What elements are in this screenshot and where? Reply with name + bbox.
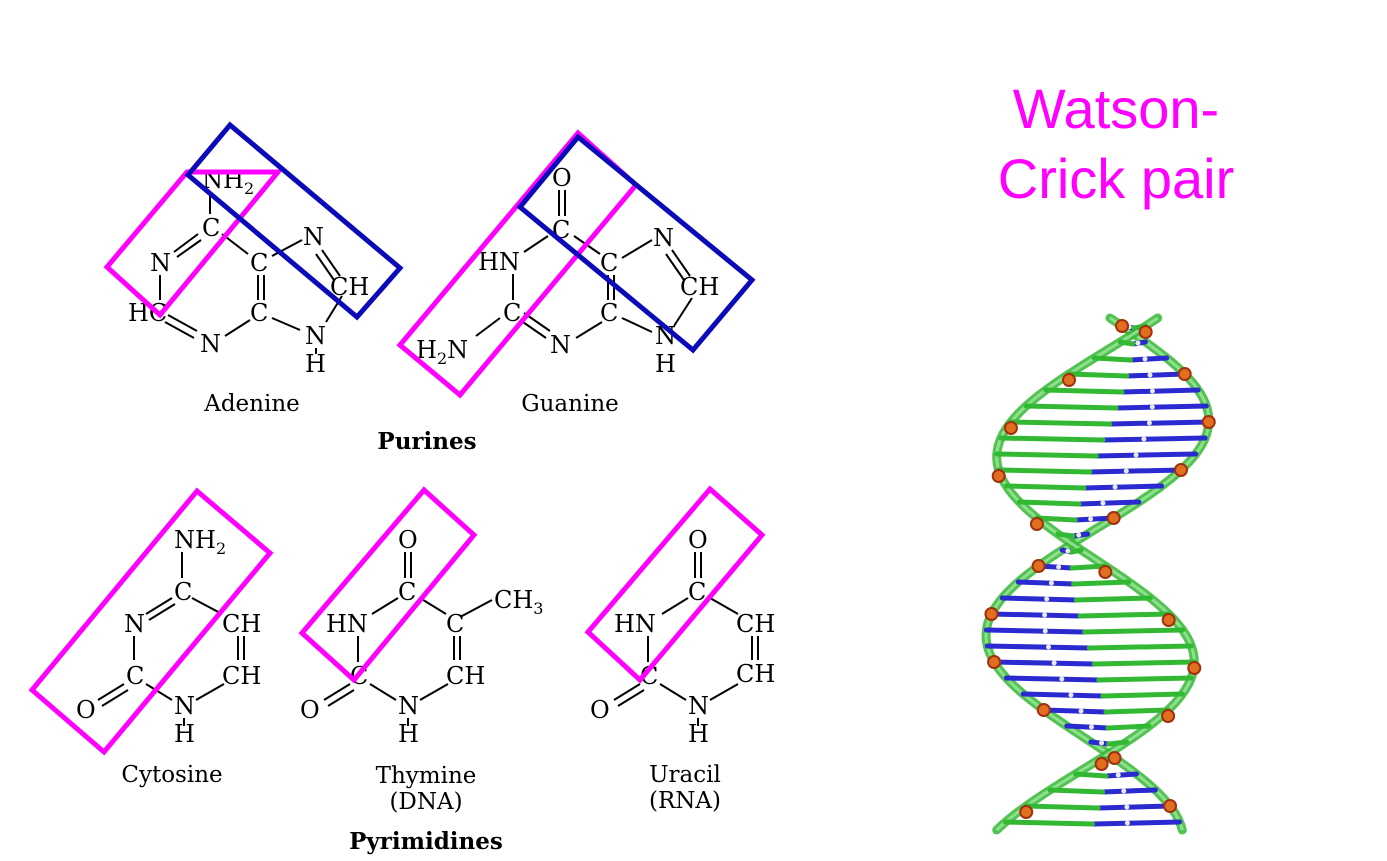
adenine-n7: N — [303, 223, 324, 251]
uracil-caption: Uracil — [649, 762, 721, 788]
thymine-dna-note: (DNA) — [389, 789, 462, 815]
uracil-n3: HN — [614, 610, 656, 638]
guanine-n1: HN — [478, 248, 520, 276]
adenine-n9: N — [305, 322, 326, 350]
guanine-caption: Guanine — [521, 391, 619, 417]
cytosine-n3: N — [124, 610, 145, 638]
cytosine-n1: N — [174, 692, 195, 720]
thymine-c5: C — [446, 610, 464, 638]
thymine-n3: HN — [326, 610, 368, 638]
uracil-h1: H — [688, 720, 709, 748]
guanine-h9: H — [655, 350, 676, 378]
uracil-o4: O — [688, 526, 708, 554]
adenine-c5: C — [250, 249, 268, 277]
thymine-caption: Thymine — [376, 763, 477, 789]
cytosine-structure: NH2 C N CH C CH O N H Cytosine — [28, 487, 274, 788]
uracil-o2: O — [590, 696, 610, 724]
uracil-c6: CH — [736, 660, 775, 688]
pyrimidines-label: Pyrimidines — [349, 828, 503, 855]
adenine-c8: CH — [330, 273, 369, 301]
cytosine-o2: O — [76, 696, 96, 724]
thymine-c6: CH — [446, 662, 485, 690]
guanine-n3: N — [550, 331, 571, 359]
uracil-c2: C — [640, 662, 658, 690]
adenine-structure: NH2 C N C N CH HC C N N H Adenine — [103, 121, 404, 417]
cytosine-h1: H — [174, 720, 195, 748]
thymine-methyl-label: CH3 — [494, 586, 543, 618]
guanine-c5: C — [600, 249, 618, 277]
thymine-n1: N — [398, 692, 419, 720]
uracil-structure: O C HN CH C CH O N H Uracil (RNA) — [584, 485, 775, 814]
cytosine-caption: Cytosine — [121, 762, 222, 788]
uracil-n1: N — [688, 692, 709, 720]
cytosine-c6: CH — [222, 662, 261, 690]
guanine-c2: C — [503, 299, 521, 327]
thymine-magenta-highlight — [298, 486, 478, 684]
adenine-c4: C — [250, 299, 268, 327]
thymine-structure: O C HN C CH3 C CH O N H Thymine (DNA) — [298, 486, 543, 815]
uracil-c4: C — [688, 578, 706, 606]
adenine-h9: H — [305, 350, 326, 378]
adenine-caption: Adenine — [203, 391, 300, 417]
guanine-structure: O C HN C N CH C C N N H H2N Guanine — [396, 129, 756, 417]
guanine-amino-label: H2N — [416, 336, 468, 368]
uracil-magenta-highlight — [584, 485, 766, 684]
cytosine-amino-label: NH2 — [174, 526, 226, 558]
guanine-blue-highlight — [516, 133, 756, 354]
cytosine-c2: C — [126, 662, 144, 690]
thymine-c4: C — [398, 578, 416, 606]
title-line-1: Watson- — [1013, 77, 1219, 140]
thymine-h1: H — [398, 720, 419, 748]
adenine-magenta-highlight — [103, 169, 284, 319]
adenine-c6: C — [202, 214, 220, 242]
uracil-rna-note: (RNA) — [649, 788, 721, 814]
cytosine-magenta-highlight — [28, 487, 274, 756]
adenine-n3: N — [200, 330, 221, 358]
thymine-o2: O — [300, 696, 320, 724]
guanine-c4: C — [600, 299, 618, 327]
dna-double-helix-image — [981, 313, 1216, 835]
cytosine-c4: C — [174, 578, 192, 606]
guanine-n7: N — [653, 224, 674, 252]
thymine-o4: O — [398, 526, 418, 554]
guanine-c8: CH — [680, 273, 719, 301]
cytosine-c5: CH — [222, 610, 261, 638]
guanine-o6: O — [552, 164, 572, 192]
adenine-blue-highlight — [184, 121, 404, 321]
adenine-n1: N — [150, 249, 171, 277]
title-line-2: Crick pair — [998, 147, 1234, 210]
uracil-c5: CH — [736, 610, 775, 638]
purines-label: Purines — [377, 428, 476, 455]
